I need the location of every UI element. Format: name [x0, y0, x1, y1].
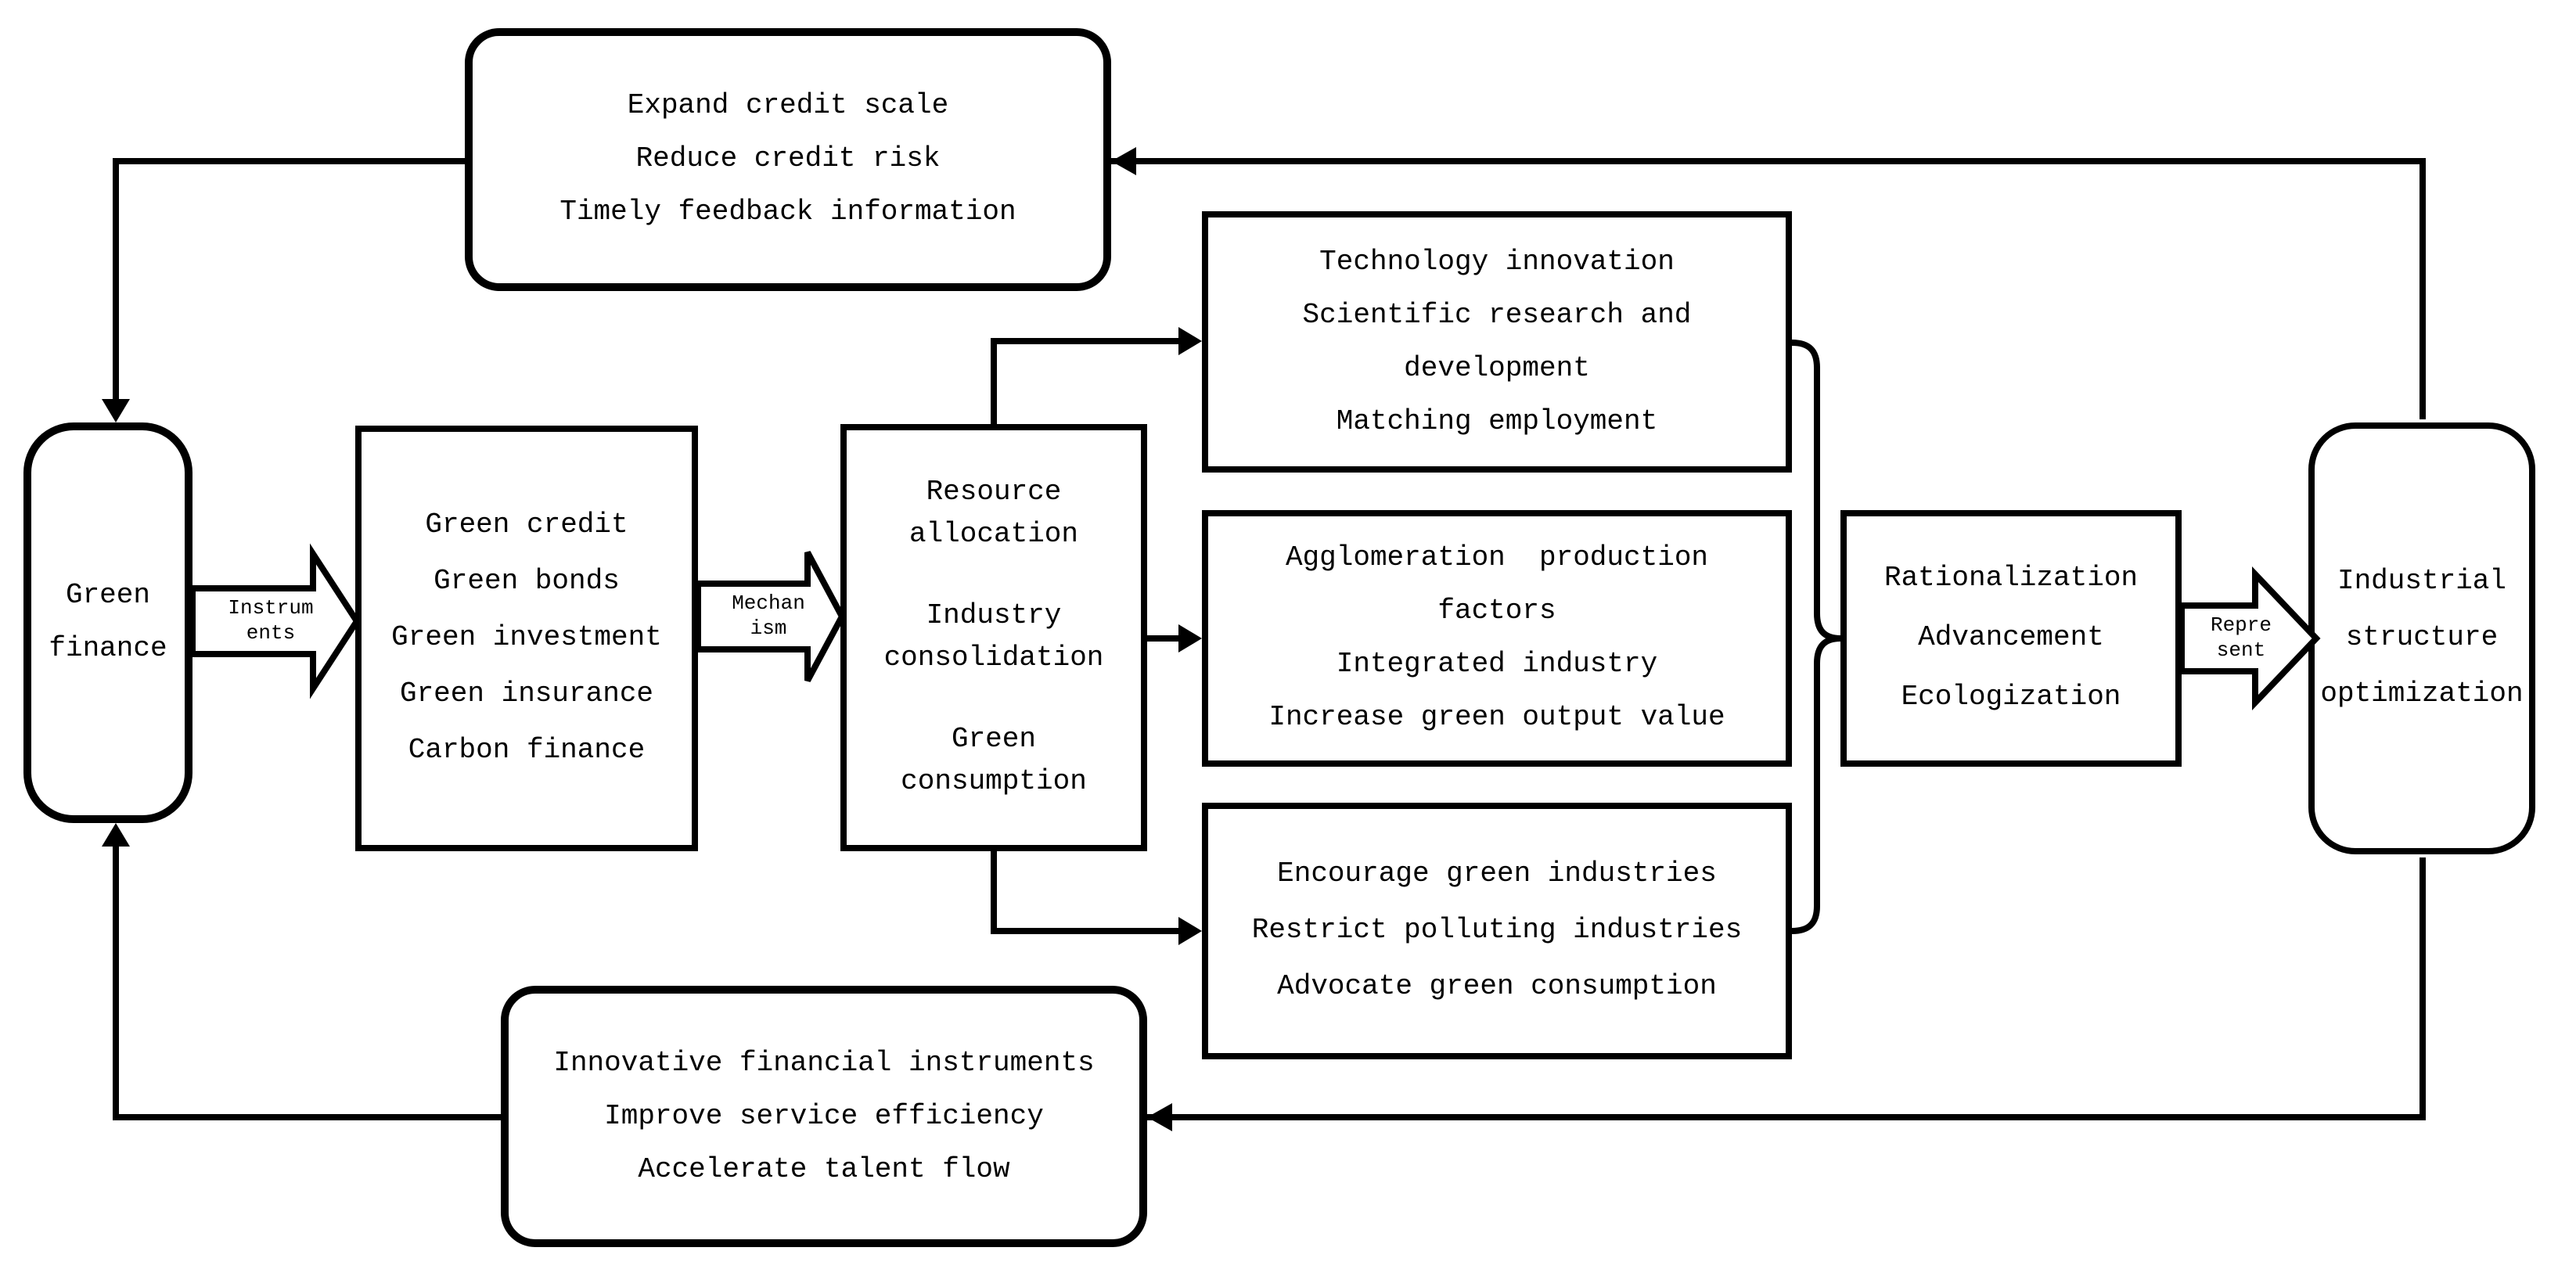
line-topbox-to-greenfinance	[113, 158, 465, 404]
line-bottombox-to-greenfinance	[113, 842, 501, 1120]
node-text-line: Agglomeration production	[1285, 543, 1709, 574]
node-text-line: Ecologization	[1901, 682, 2121, 714]
arrowhead-into-agglomeration	[1178, 624, 1202, 652]
node-text-line: structure	[2345, 623, 2499, 654]
node-text-line: Rationalization	[1883, 563, 2139, 595]
node-text-line: finance	[49, 634, 167, 665]
arrowhead-into-greenfinance-top	[102, 399, 130, 422]
arrowhead-into-policy	[1178, 917, 1202, 945]
brace-effects-to-outcomes	[1791, 340, 1841, 934]
arrow-label-line: sent	[2216, 638, 2266, 662]
node-text-line: Green	[65, 581, 150, 612]
node-text-line: Green investment	[391, 623, 662, 654]
line-branch-policy	[991, 850, 1180, 934]
node-financial-instruments: Green credit Green bonds Green investmen…	[355, 426, 698, 851]
node-text-line: Green	[951, 724, 1036, 756]
node-text-line: Innovative financial instruments	[553, 1048, 1095, 1079]
node-text-line: Industry	[926, 601, 1062, 632]
arrow-label-line: Repre	[2210, 613, 2272, 637]
node-text-line: factors	[1437, 596, 1556, 627]
node-text-line: Matching employment	[1336, 406, 1658, 437]
line-branch-technology	[991, 338, 1180, 426]
node-technology: Technology innovation Scientific researc…	[1202, 211, 1792, 473]
represent-arrow-label: Repre sent	[2166, 613, 2316, 663]
arrow-label-line: Mechan	[732, 591, 805, 615]
node-green-industry-policy: Encourage green industries Restrict poll…	[1202, 803, 1792, 1059]
node-text-line: Green insurance	[399, 679, 654, 710]
arrow-label-line: Instrum	[228, 596, 314, 620]
instruments-arrow-label: Instrum ents	[192, 596, 349, 646]
node-text-line: Integrated industry	[1336, 649, 1658, 681]
arrowhead-into-greenfinance-bottom	[102, 823, 130, 847]
node-text-line: Timely feedback information	[559, 197, 1016, 228]
node-text-line: consolidation	[883, 643, 1104, 674]
node-text-line: Advocate green consumption	[1277, 972, 1717, 1003]
node-text-line: Restrict polluting industries	[1251, 915, 1743, 947]
node-text-line: Improve service efficiency	[604, 1101, 1044, 1132]
node-text-line: Industrial	[2337, 566, 2507, 598]
node-text-line: Expand credit scale	[627, 91, 949, 122]
node-text-line: Accelerate talent flow	[638, 1154, 1010, 1185]
node-text-line: Increase green output value	[1268, 703, 1725, 734]
node-text-line: optimization	[2320, 679, 2524, 710]
node-bottom-feedback: Innovative financial instruments Improve…	[501, 986, 1147, 1247]
node-text-line: Encourage green industries	[1277, 859, 1717, 890]
node-text-line: Green bonds	[434, 566, 620, 598]
node-text-line: Resource	[926, 477, 1062, 509]
node-industrial-structure: Industrial structure optimization	[2308, 422, 2535, 854]
mechanism-arrow-label: Mechan ism	[690, 591, 847, 642]
node-text-line: Green credit	[425, 510, 628, 541]
node-text-line: Advancement	[1918, 623, 2104, 654]
node-text-line: consumption	[901, 767, 1087, 798]
node-text-line: Carbon finance	[408, 735, 646, 767]
node-top-feedback: Expand credit scale Reduce credit risk T…	[465, 28, 1111, 291]
node-outcomes: Rationalization Advancement Ecologizatio…	[1840, 510, 2182, 767]
arrow-label-line: ents	[246, 621, 296, 645]
node-text-line: Technology innovation	[1319, 246, 1675, 278]
node-agglomeration: Agglomeration production factors Integra…	[1202, 510, 1792, 767]
arrow-label-line: ism	[750, 617, 787, 640]
node-green-finance: Green finance	[23, 422, 192, 823]
node-text-line: Scientific research and	[1302, 300, 1692, 331]
arrowhead-into-technology	[1178, 327, 1202, 355]
node-text-line: allocation	[908, 519, 1079, 551]
arrowhead-into-topbox	[1111, 147, 1136, 175]
node-text-line: Reduce credit risk	[635, 144, 941, 175]
node-text-line: development	[1404, 353, 1590, 384]
node-mechanisms: Resource allocation Industry consolidati…	[840, 424, 1147, 851]
arrowhead-into-bottombox	[1147, 1103, 1172, 1131]
